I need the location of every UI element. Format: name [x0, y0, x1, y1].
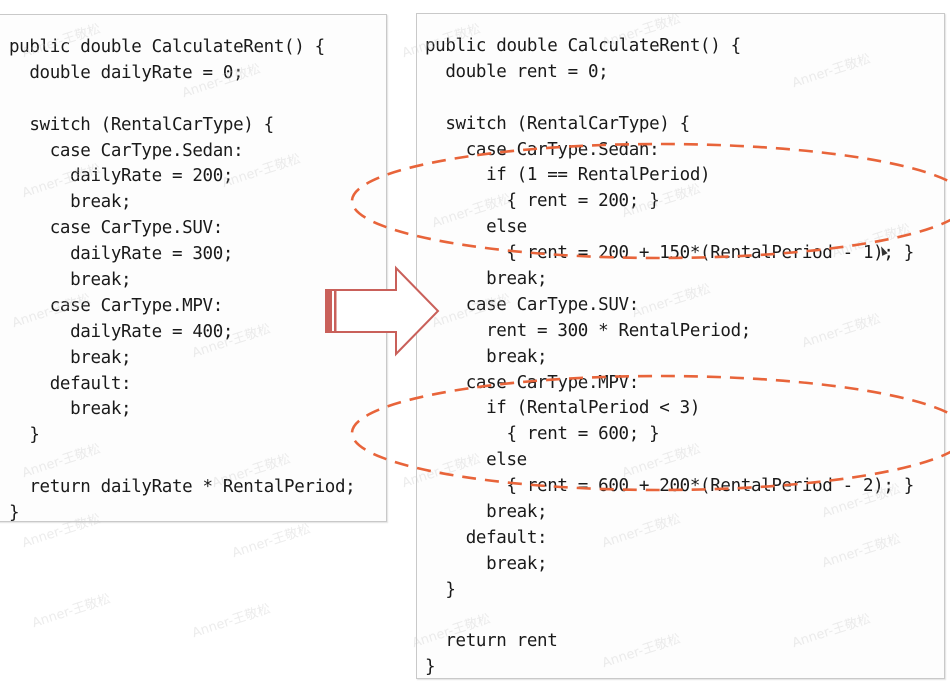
after-code-block: public double CalculateRent() { double r… [425, 34, 914, 681]
code-line: case CarType.SUV: [425, 294, 640, 315]
before-code-block: public double CalculateRent() { double d… [9, 35, 356, 527]
code-line: { rent = 200 + 150*(RentalPeriod - 1); } [425, 243, 914, 264]
code-line: switch (RentalCarType) { [425, 113, 690, 134]
code-line [425, 86, 914, 112]
before-code-panel: public double CalculateRent() { double d… [0, 14, 387, 523]
code-line: break; [9, 399, 132, 420]
code-line: rent = 300 * RentalPeriod; [425, 320, 751, 341]
code-line: break; [9, 270, 132, 291]
code-line [425, 604, 914, 630]
code-line: } [9, 503, 20, 524]
code-line: if (1 == RentalPeriod) [425, 165, 711, 186]
code-line: else [425, 217, 527, 238]
code-line: } [9, 425, 40, 446]
code-line: double rent = 0; [425, 61, 609, 82]
code-line: return rent [425, 631, 558, 652]
watermark-text: Anner-王敬松 [190, 601, 273, 642]
code-line: public double CalculateRent() { [425, 36, 741, 56]
code-line: switch (RentalCarType) { [9, 114, 274, 135]
code-line: break; [425, 553, 548, 574]
code-line: case CarType.Sedan: [425, 139, 660, 160]
code-line: public double CalculateRent() { [9, 37, 325, 57]
code-line: break; [425, 502, 548, 523]
code-line [9, 449, 355, 475]
code-line: default: [9, 373, 132, 394]
code-line: double dailyRate = 0; [9, 62, 244, 83]
code-line: return dailyRate * RentalPeriod; [9, 477, 356, 498]
after-code-panel: public double CalculateRent() { double r… [416, 13, 945, 679]
code-line: dailyRate = 300; [9, 244, 234, 265]
code-line [9, 87, 355, 113]
code-line: default: [425, 527, 548, 548]
code-line: case CarType.Sedan: [9, 140, 244, 161]
code-line: { rent = 600; } [425, 424, 660, 445]
code-line: break; [9, 192, 132, 213]
code-line: case CarType.SUV: [9, 218, 224, 239]
watermark-text: Anner-王敬松 [30, 591, 113, 632]
code-line: { rent = 600 + 200*(RentalPeriod - 2); } [425, 476, 914, 497]
code-line: { rent = 200; } [425, 191, 660, 212]
code-line: if (RentalPeriod < 3) [425, 398, 701, 419]
code-line: break; [9, 347, 132, 368]
code-line: dailyRate = 400; [9, 321, 234, 342]
code-line: dailyRate = 200; [9, 166, 234, 187]
code-line: case CarType.MPV: [425, 372, 640, 393]
code-line: case CarType.MPV: [9, 295, 224, 316]
code-line: else [425, 450, 527, 471]
code-line: break; [425, 269, 548, 290]
code-line: break; [425, 346, 548, 367]
code-line: } [425, 657, 436, 678]
code-line: } [425, 579, 456, 600]
